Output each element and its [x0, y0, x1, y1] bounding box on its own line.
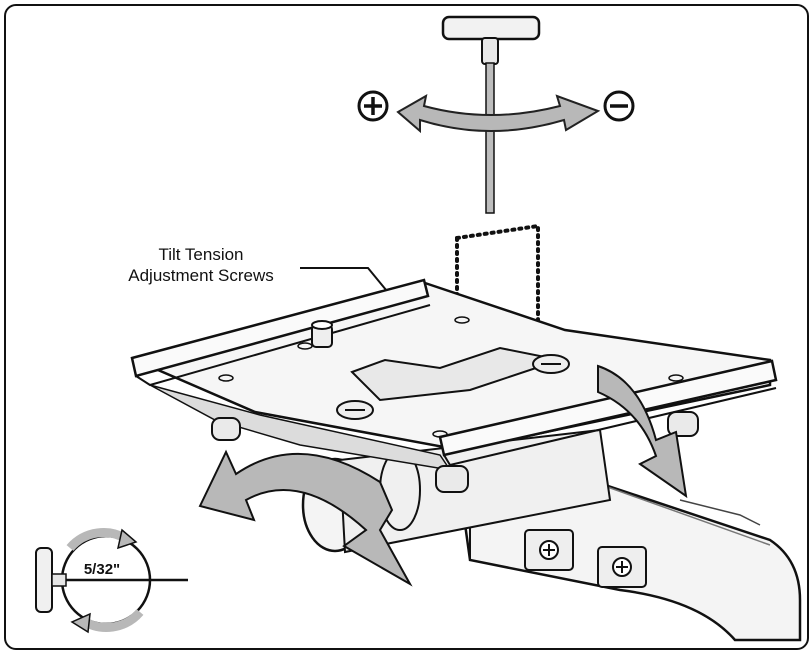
adjustment-screw-right: [532, 354, 570, 374]
rotation-direction-arrow: [396, 94, 601, 134]
cable-clip-left: [524, 529, 574, 571]
tilt-arrow-left: [198, 449, 413, 587]
hex-key-size-label: 5/32": [84, 561, 120, 578]
t-handle-hex-key: [441, 15, 541, 214]
callout-line-2: Adjustment Screws: [128, 266, 274, 285]
seat-mounting-plate: [130, 278, 778, 472]
tighten-plus-icon: [357, 90, 389, 122]
loosen-minus-icon: [603, 90, 635, 122]
cable-clip-right: [597, 546, 647, 588]
hex-key-size-inset: 5/32": [35, 528, 188, 634]
rubber-bumpers: [211, 411, 699, 493]
tilt-arrow-right: [597, 364, 688, 499]
adjustment-screw-left: [336, 400, 374, 420]
tilt-tension-callout: Tilt Tension Adjustment Screws: [96, 244, 306, 286]
callout-line-1: Tilt Tension: [158, 245, 244, 264]
